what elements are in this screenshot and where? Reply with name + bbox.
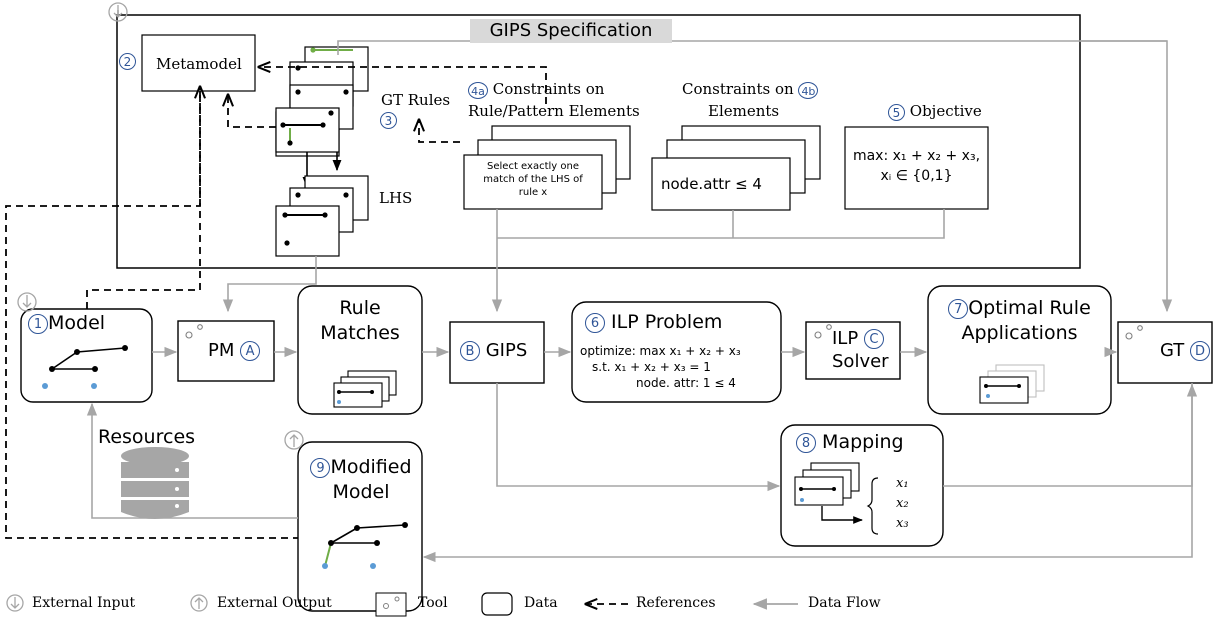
metamodel-label: Metamodel [156, 55, 242, 73]
tool-icons [185, 324, 1143, 340]
legend-data: Data [524, 595, 558, 611]
metamodel-num: 2 [119, 52, 136, 70]
matches-cards [333, 370, 397, 408]
c4b-label-2: Elements [708, 102, 780, 120]
pm-label[interactable]: PM A [208, 341, 261, 361]
database-icon [121, 447, 189, 519]
external-input-icon-top [108, 2, 128, 22]
optimal-cards [979, 364, 1045, 404]
c4a-label-2: Rule/Pattern Elements [468, 102, 640, 120]
spec-title: GIPS Specification [470, 19, 672, 43]
mapping-label: 8 Mapping [796, 432, 904, 453]
c4b-label: Constraints on 4b [682, 81, 819, 99]
ilp-label: 6 ILP Problem [585, 312, 722, 333]
gt-rules-label: GT Rules [381, 91, 451, 109]
modified-model-box [297, 441, 423, 612]
objective-box [844, 126, 989, 210]
gips-label[interactable]: B GIPS [460, 341, 527, 361]
legend-flow: Data Flow [808, 595, 881, 611]
legend-tool: Tool [418, 595, 448, 611]
spec-container [116, 14, 1081, 269]
constraint-4a-stack [463, 125, 631, 210]
constraint-4b-stack [651, 125, 821, 211]
solver-box [805, 321, 901, 380]
gt-label[interactable]: GT D [1160, 341, 1211, 361]
gt-rules-stack [275, 46, 369, 157]
legend-shapes [6, 592, 798, 617]
external-input-icon-model [17, 292, 37, 312]
modified-graph [322, 522, 408, 569]
ilp-formula: optimize: max x₁ + x₂ + x₃ s.t. x₁ + x₂ … [580, 344, 741, 390]
c4a-label: 4a Constraints on [468, 81, 604, 99]
mapping-cards [794, 462, 879, 535]
external-output-icon-modified [284, 430, 304, 450]
objective-label: 5 Objective [888, 103, 982, 121]
legend-input: External Input [32, 595, 136, 611]
legend-output: External Output [217, 595, 332, 611]
legend-references: References [636, 595, 716, 611]
solver-label[interactable]: ILP C Solver [832, 328, 889, 372]
c4b-card-text: node.attr ≤ 4 [661, 175, 762, 193]
resources-label: Resources [98, 426, 196, 448]
objective-formula: max: x₁ + x₂ + x₃,xᵢ ∈ {0,1} [852, 148, 981, 184]
lhs-label: LHS [379, 189, 413, 207]
model-graph [42, 345, 128, 389]
model-box [20, 308, 153, 403]
gt-rules-num: 3 [380, 111, 397, 129]
lhs-stack [275, 175, 369, 257]
